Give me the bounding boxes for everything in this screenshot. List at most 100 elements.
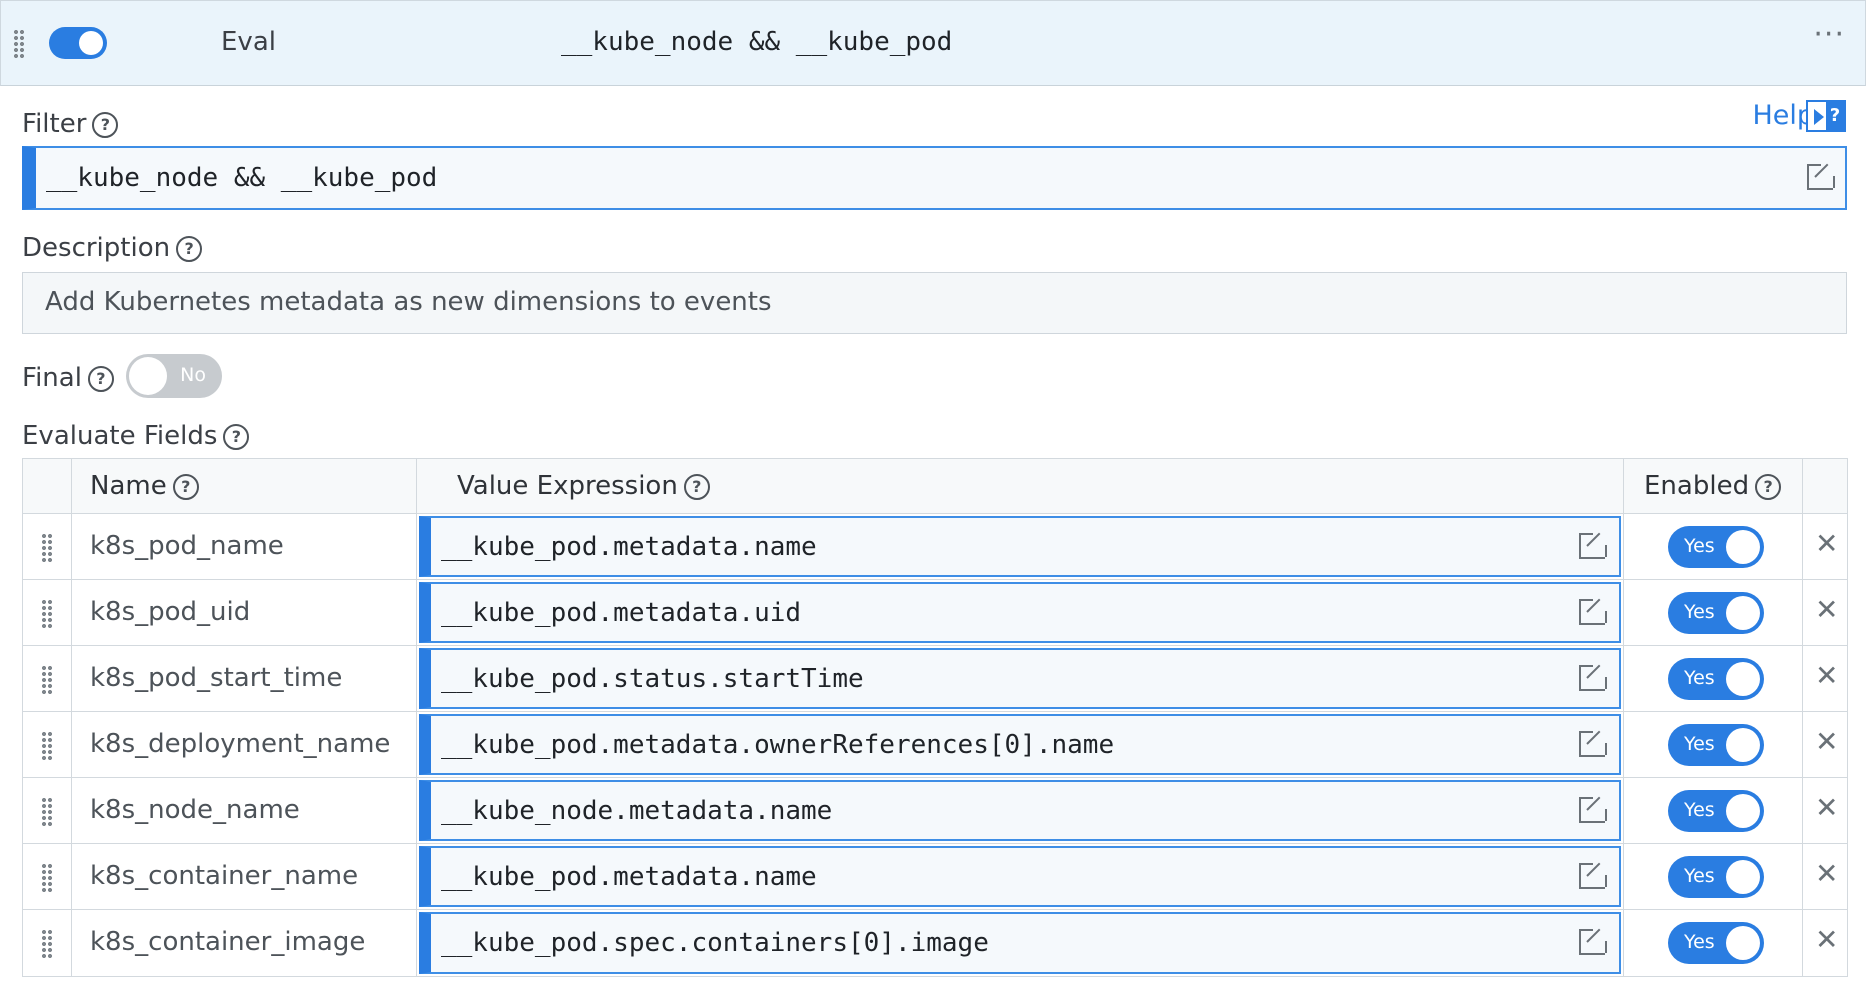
column-header-value-expression: Value Expression?	[457, 471, 710, 501]
enabled-toggle-label: Yes	[1684, 733, 1715, 755]
final-toggle-label: No	[180, 364, 206, 386]
help-icon[interactable]: ?	[172, 473, 199, 500]
help-icon[interactable]: ?	[1755, 473, 1782, 500]
value-expression: __kube_node.metadata.name	[441, 796, 833, 826]
delete-row-icon[interactable]: ✕	[1815, 659, 1839, 692]
description-value: Add Kubernetes metadata as new dimension…	[45, 287, 772, 317]
help-link[interactable]: Help	[1752, 100, 1814, 131]
column-header-name-text: Name	[90, 471, 167, 501]
column-header-enabled: Enabled?	[1644, 471, 1782, 501]
row-drag-handle-icon[interactable]	[41, 533, 53, 563]
table-row: k8s_pod_uid __kube_pod.metadata.uid Yes …	[23, 580, 1847, 646]
more-options-icon[interactable]: ···	[1813, 17, 1845, 52]
delete-row-icon[interactable]: ✕	[1815, 725, 1839, 758]
enabled-toggle[interactable]: Yes	[1668, 724, 1764, 766]
help-icon[interactable]: ?	[176, 235, 203, 262]
delete-row-icon[interactable]: ✕	[1815, 857, 1839, 890]
enabled-toggle[interactable]: Yes	[1668, 592, 1764, 634]
field-name[interactable]: k8s_pod_uid	[90, 597, 251, 627]
delete-row-icon[interactable]: ✕	[1815, 923, 1839, 956]
filter-input[interactable]: __kube_node && __kube_pod	[22, 146, 1847, 210]
expand-editor-icon[interactable]	[1579, 665, 1607, 691]
description-input[interactable]: Add Kubernetes metadata as new dimension…	[22, 272, 1847, 334]
row-drag-handle-icon[interactable]	[41, 731, 53, 761]
help-panel-icon[interactable]: ?	[1806, 100, 1846, 132]
enabled-toggle[interactable]: Yes	[1668, 790, 1764, 832]
description-label: Description?	[22, 233, 203, 263]
expand-editor-icon[interactable]	[1579, 599, 1607, 625]
expand-editor-icon[interactable]	[1579, 797, 1607, 823]
filter-summary: __kube_node && __kube_pod	[561, 27, 953, 57]
field-name[interactable]: k8s_pod_name	[90, 531, 284, 561]
drag-handle-icon[interactable]	[13, 29, 25, 59]
table-row: k8s_pod_name __kube_pod.metadata.name Ye…	[23, 514, 1847, 580]
enabled-toggle[interactable]: Yes	[1668, 658, 1764, 700]
final-toggle[interactable]: No	[126, 354, 222, 398]
value-expression-input[interactable]: __kube_pod.spec.containers[0].image	[419, 912, 1621, 974]
help-icon[interactable]: ?	[683, 473, 710, 500]
description-label-text: Description	[22, 233, 171, 263]
enabled-toggle-label: Yes	[1684, 799, 1715, 821]
delete-row-icon[interactable]: ✕	[1815, 791, 1839, 824]
field-name[interactable]: k8s_container_image	[90, 927, 366, 957]
table-row: k8s_container_image __kube_pod.spec.cont…	[23, 910, 1847, 976]
value-expression-input[interactable]: __kube_pod.metadata.uid	[419, 582, 1621, 643]
field-name[interactable]: k8s_pod_start_time	[90, 663, 343, 693]
help-icon[interactable]: ?	[223, 423, 250, 450]
function-header: Eval __kube_node && __kube_pod ···	[0, 0, 1866, 86]
table-header: Name? Value Expression? Enabled?	[23, 459, 1847, 514]
delete-row-icon[interactable]: ✕	[1815, 527, 1839, 560]
row-drag-handle-icon[interactable]	[41, 665, 53, 695]
play-icon	[1814, 109, 1824, 125]
function-enabled-toggle[interactable]	[49, 27, 107, 59]
column-header-value-expression-text: Value Expression	[457, 471, 678, 501]
evaluate-fields-table: Name? Value Expression? Enabled? k8s_pod…	[22, 458, 1848, 977]
table-row: k8s_container_name __kube_pod.metadata.n…	[23, 844, 1847, 910]
expand-editor-icon[interactable]	[1579, 929, 1607, 955]
row-drag-handle-icon[interactable]	[41, 929, 53, 959]
help-icon[interactable]: ?	[92, 111, 119, 138]
row-drag-handle-icon[interactable]	[41, 863, 53, 893]
enabled-toggle-label: Yes	[1684, 667, 1715, 689]
help-icon[interactable]: ?	[87, 365, 114, 392]
filter-label: Filter?	[22, 109, 119, 139]
enabled-toggle-label: Yes	[1684, 931, 1715, 953]
expand-editor-icon[interactable]	[1807, 164, 1835, 190]
column-header-name: Name?	[90, 471, 199, 501]
row-drag-handle-icon[interactable]	[41, 599, 53, 629]
final-label: Final?	[22, 363, 114, 393]
table-row: k8s_pod_start_time __kube_pod.status.sta…	[23, 646, 1847, 712]
value-expression-input[interactable]: __kube_pod.metadata.name	[419, 516, 1621, 577]
expand-editor-icon[interactable]	[1579, 731, 1607, 757]
question-icon: ?	[1826, 102, 1844, 130]
value-expression-input[interactable]: __kube_pod.metadata.name	[419, 846, 1621, 907]
final-label-text: Final	[22, 363, 82, 393]
table-row: k8s_deployment_name __kube_pod.metadata.…	[23, 712, 1847, 778]
enabled-toggle-label: Yes	[1684, 535, 1715, 557]
row-drag-handle-icon[interactable]	[41, 797, 53, 827]
filter-value: __kube_node && __kube_pod	[46, 163, 438, 193]
enabled-toggle[interactable]: Yes	[1668, 856, 1764, 898]
value-expression: __kube_pod.metadata.uid	[441, 598, 802, 628]
value-expression: __kube_pod.spec.containers[0].image	[441, 928, 989, 958]
value-expression: __kube_pod.metadata.name	[441, 862, 817, 892]
value-expression: __kube_pod.metadata.name	[441, 532, 817, 562]
value-expression-input[interactable]: __kube_pod.status.startTime	[419, 648, 1621, 709]
field-name[interactable]: k8s_node_name	[90, 795, 300, 825]
value-expression: __kube_pod.status.startTime	[441, 664, 864, 694]
enabled-toggle-label: Yes	[1684, 865, 1715, 887]
enabled-toggle[interactable]: Yes	[1668, 526, 1764, 568]
enabled-toggle[interactable]: Yes	[1668, 922, 1764, 964]
value-expression-input[interactable]: __kube_node.metadata.name	[419, 780, 1621, 841]
table-row: k8s_node_name __kube_node.metadata.name …	[23, 778, 1847, 844]
function-name: Eval	[221, 27, 276, 57]
expand-editor-icon[interactable]	[1579, 863, 1607, 889]
value-expression: __kube_pod.metadata.ownerReferences[0].n…	[441, 730, 1115, 760]
field-name[interactable]: k8s_container_name	[90, 861, 359, 891]
evaluate-fields-label: Evaluate Fields?	[22, 421, 250, 451]
value-expression-input[interactable]: __kube_pod.metadata.ownerReferences[0].n…	[419, 714, 1621, 775]
field-name[interactable]: k8s_deployment_name	[90, 729, 391, 759]
filter-label-text: Filter	[22, 109, 87, 139]
delete-row-icon[interactable]: ✕	[1815, 593, 1839, 626]
expand-editor-icon[interactable]	[1579, 533, 1607, 559]
